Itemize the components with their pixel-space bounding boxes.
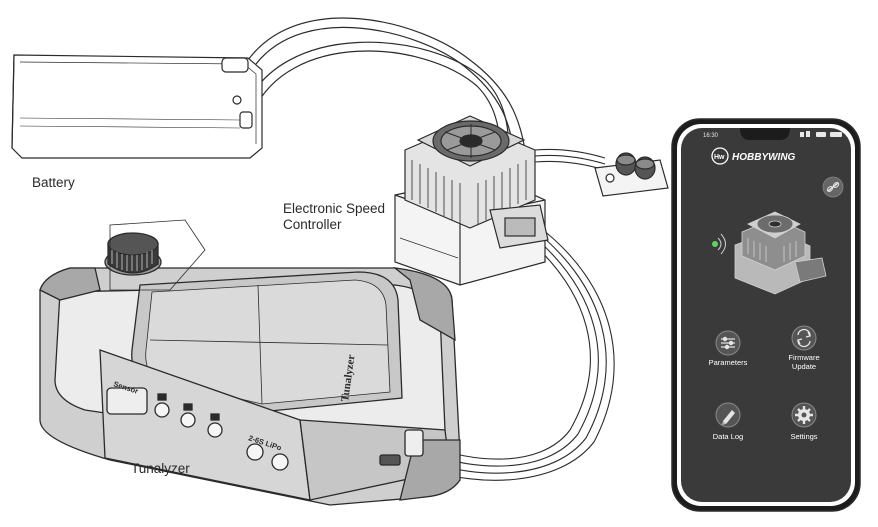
battery-label: Battery	[32, 175, 75, 190]
esc-label-line2: Controller	[283, 217, 342, 232]
link-icon[interactable]	[822, 176, 844, 198]
status-icons	[800, 131, 842, 137]
menu-label-firmware-line1: Firmware	[788, 353, 819, 362]
smartphone: 16:30 Hw HOBBYWING	[671, 118, 861, 512]
esc-render-image	[734, 211, 827, 295]
menu-label-firmware-line2: Update	[792, 362, 816, 371]
menu-button-parameters[interactable]: Parameters	[709, 330, 748, 367]
status-time: 16:30	[703, 133, 719, 139]
battery	[11, 54, 263, 159]
menu-button-data-log[interactable]: Data Log	[713, 402, 743, 441]
hobbywing-logo-icon: Hw	[711, 147, 729, 165]
menu-label-parameters: Parameters	[709, 358, 748, 367]
sliders-icon	[721, 336, 735, 350]
menu-button-settings[interactable]: Settings	[790, 402, 818, 441]
menu-button-firmware-update[interactable]: Firmware Update	[788, 325, 820, 371]
tunalyzer-label: Tunalyzer	[131, 461, 190, 476]
bluetooth-signal-icon	[712, 233, 726, 255]
esc-label-line1: Electronic Speed	[283, 201, 386, 216]
electronic-speed-controller	[394, 115, 549, 286]
sensor-capacitor-board	[594, 152, 669, 197]
esc-label: Electronic Speed Controller	[283, 201, 385, 233]
svg-text:Hw: Hw	[714, 154, 725, 161]
menu-label-data-log: Data Log	[713, 432, 743, 441]
motor-sensor-wires	[534, 148, 606, 171]
tunalyzer-device	[39, 219, 461, 506]
esc-tunalyzer-cable	[429, 225, 615, 481]
app-brand: HOBBYWING	[732, 152, 796, 163]
refresh-icon	[797, 328, 811, 348]
gear-icon	[795, 406, 813, 424]
pencil-icon	[722, 410, 735, 425]
menu-label-settings: Settings	[790, 432, 817, 441]
battery-wires	[243, 17, 526, 153]
